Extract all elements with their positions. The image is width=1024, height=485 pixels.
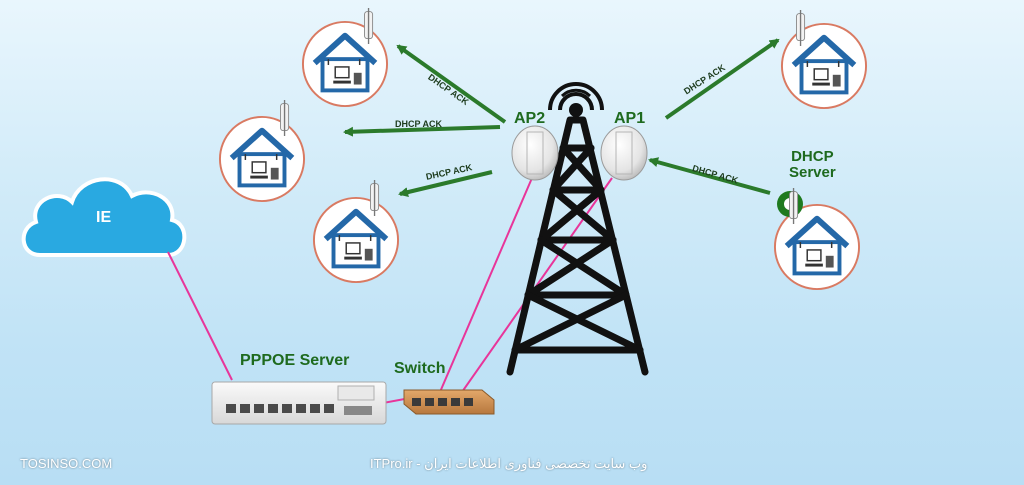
internet-cloud: [21, 177, 187, 257]
ap1-dish[interactable]: [600, 125, 648, 181]
house-client-top-left: [303, 8, 387, 106]
footer-right-brand: ITPro.ir - وب سایت تخصصی فناوری اطلاعات …: [370, 456, 648, 471]
dhcp-server-label-line2: Server: [789, 164, 836, 181]
arrow-ap2-lower-left: [398, 170, 493, 198]
tower-top-antenna: [548, 82, 604, 117]
switch-device[interactable]: [403, 389, 495, 415]
cable-switch-ap2: [439, 177, 533, 393]
pppoe-server-label: PPPOE Server: [240, 352, 350, 369]
dhcp-server-label-line1: DHCP: [791, 148, 834, 165]
house-dhcp-server: [775, 188, 859, 289]
ap2-dish[interactable]: [511, 125, 559, 181]
ap1-label: AP1: [614, 110, 646, 127]
ack-arrows: [343, 38, 780, 198]
arrow-dhcp-to-ap1: [648, 157, 771, 195]
arrow-ap1-top-right: [664, 38, 780, 120]
tower: [506, 116, 649, 376]
house-client-lower-left: [314, 180, 398, 282]
house-client-mid-left: [220, 100, 304, 201]
pppoe-router[interactable]: [211, 381, 387, 425]
cable-cloud-router: [167, 251, 233, 381]
ack-label-2: DHCP ACK: [395, 119, 443, 129]
ap2-label: AP2: [514, 110, 546, 127]
cable-switch-ap1: [461, 177, 613, 393]
footer-left-brand: TOSINSO.COM: [20, 456, 113, 471]
arrow-ap2-top-left: [396, 44, 507, 124]
dhcp-server-label: DHCP Server: [789, 149, 836, 181]
switch-label: Switch: [394, 360, 446, 377]
arrow-ap2-mid-left: [343, 125, 501, 137]
house-client-top-right: [782, 10, 866, 108]
ie-label: IE: [96, 209, 111, 226]
